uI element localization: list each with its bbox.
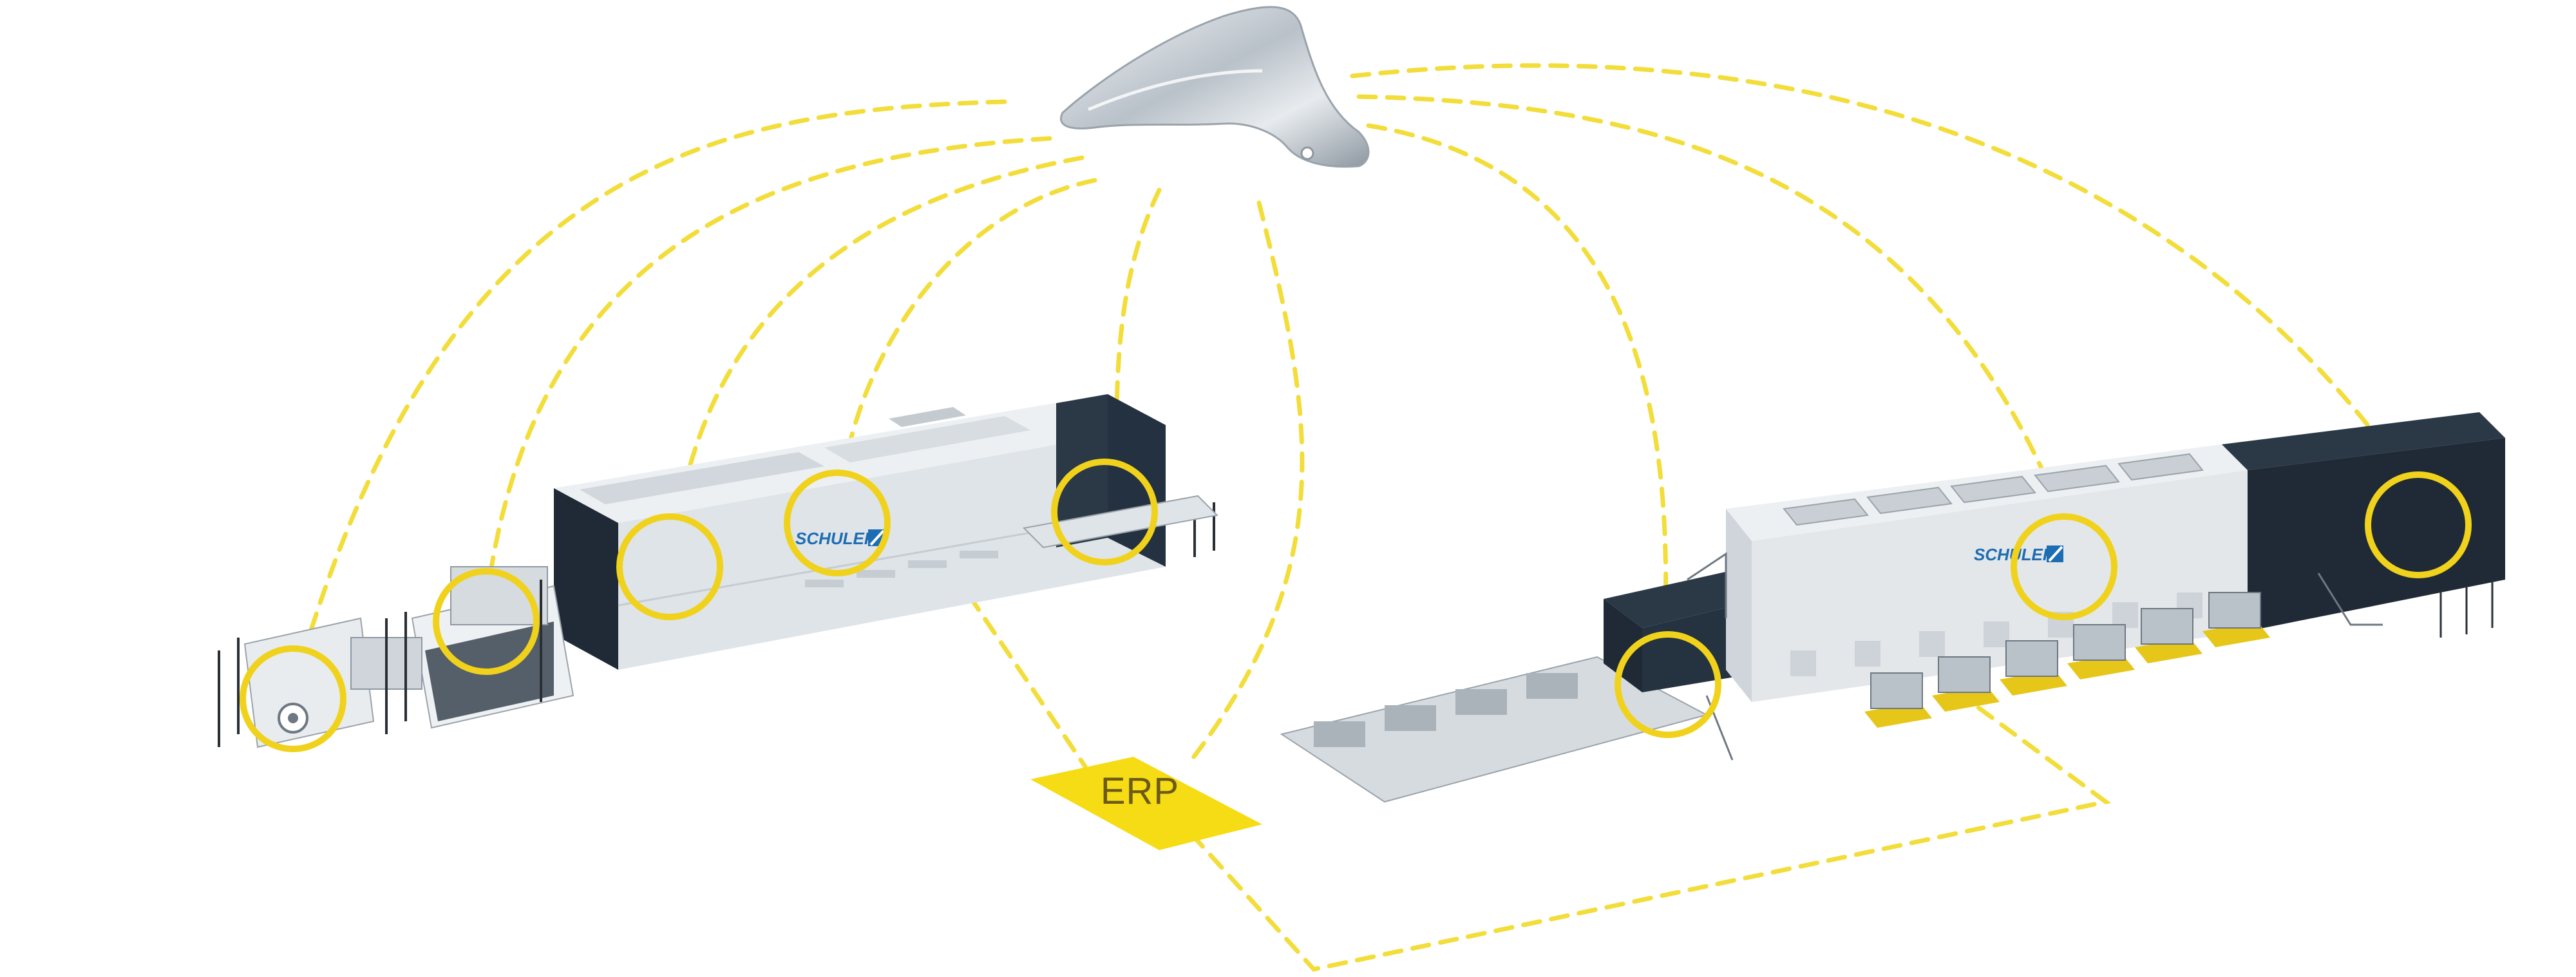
highlight-straightener bbox=[433, 568, 540, 675]
highlight-right-entry bbox=[1615, 631, 1721, 738]
press-line: SCHULER bbox=[1280, 412, 2505, 803]
schuler-logo-left: SCHULER bbox=[795, 529, 885, 548]
car-fender-icon bbox=[1060, 6, 1370, 168]
connector-erp-rightline bbox=[1189, 690, 2112, 972]
left-housing-front bbox=[554, 488, 618, 670]
left-housing-side bbox=[618, 425, 1166, 670]
highlight-right-end bbox=[2365, 471, 2472, 578]
die-carts bbox=[1864, 592, 2270, 728]
connector-fender-straightener bbox=[487, 136, 1052, 582]
connector-fender-right-end bbox=[1350, 63, 2418, 492]
connector-fender-coil bbox=[300, 99, 1007, 659]
connector-fender-exit bbox=[1114, 187, 1162, 479]
connector-fender-right-mid bbox=[1356, 94, 2070, 531]
highlight-coil bbox=[240, 645, 346, 752]
highlight-right-mid bbox=[2011, 513, 2117, 620]
highlight-circles bbox=[240, 459, 2472, 752]
svg-text:SCHULER: SCHULER bbox=[795, 529, 876, 548]
blanking-line: SCHULER bbox=[218, 394, 1219, 748]
highlight-press-entry bbox=[616, 513, 723, 620]
connector-fender-right-entry bbox=[1366, 123, 1669, 640]
connector-fender-erp bbox=[1189, 200, 1305, 763]
connector-lines bbox=[300, 63, 2418, 972]
left-housing-dark-end bbox=[1108, 394, 1166, 567]
connector-fender-press-entry bbox=[670, 155, 1084, 556]
connector-leftline-erp bbox=[967, 593, 1088, 769]
highlight-exit bbox=[1051, 459, 1158, 565]
erp-diamond[interactable] bbox=[1030, 757, 1262, 850]
erp-label: ERP bbox=[1100, 770, 1180, 812]
connector-fender-press-mid bbox=[838, 178, 1097, 492]
highlight-press-mid bbox=[784, 470, 891, 576]
